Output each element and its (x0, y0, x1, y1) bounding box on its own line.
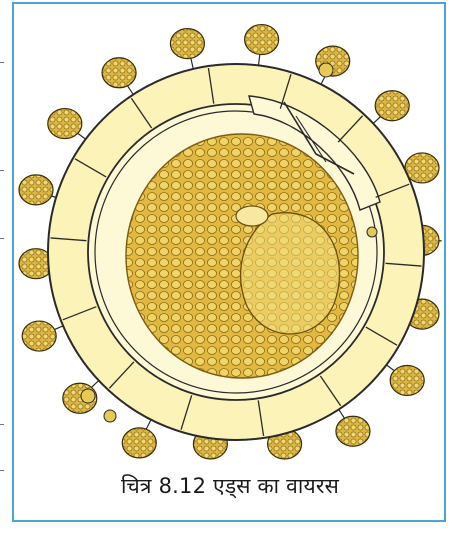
capsid-tip (236, 206, 268, 226)
small-knob (367, 227, 377, 237)
margin-mark (0, 170, 4, 171)
hiv-virus-illustration (14, 4, 444, 464)
spike-knob (375, 91, 409, 121)
spike-knob (170, 29, 204, 59)
spike-knob (390, 365, 424, 395)
spike-knob (336, 416, 370, 446)
spike-knob (48, 109, 82, 139)
spike-knob (245, 25, 279, 55)
spike-knob (22, 321, 56, 351)
small-knob (104, 410, 116, 422)
small-knob (81, 389, 95, 403)
margin-mark (0, 62, 4, 63)
figure-caption: चित्र 8.12 एड्स का वायरस (20, 472, 440, 500)
small-knob (319, 63, 333, 77)
margin-mark (0, 424, 4, 425)
spike-knob (19, 175, 53, 205)
inner-capsid (241, 213, 340, 334)
margin-mark (0, 470, 4, 471)
spike-knob (102, 58, 136, 88)
margin-mark (0, 238, 4, 239)
spike-knob (122, 428, 156, 458)
